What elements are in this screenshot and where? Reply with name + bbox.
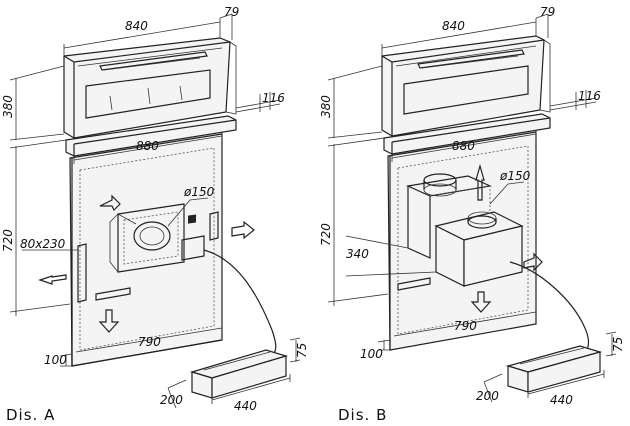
dim-a-width-top: 840 xyxy=(125,19,148,33)
cabinet-a xyxy=(69,133,223,367)
dim-a-height-top: 380 xyxy=(1,95,15,118)
dim-a-side: 116 xyxy=(262,91,285,105)
collar-b xyxy=(383,113,551,155)
collar-a xyxy=(65,115,237,157)
dim-b-height-main: 720 xyxy=(319,223,333,246)
junction-box-b xyxy=(505,345,603,393)
dim-a-duct: ø150 xyxy=(183,185,215,199)
hood-top-a xyxy=(63,37,237,139)
dim-a-depth-top: 79 xyxy=(224,5,239,19)
dim-a-box-width: 440 xyxy=(234,399,257,413)
junction-box-a xyxy=(189,349,289,399)
dim-b-duct: ø150 xyxy=(499,169,531,183)
dim-b-motor: 340 xyxy=(346,247,369,261)
dim-a-width-bottom: 790 xyxy=(138,335,161,349)
dim-b-box-depth: 200 xyxy=(476,389,499,403)
dim-b-width-bottom: 790 xyxy=(454,319,477,333)
dim-b-base: 100 xyxy=(360,347,383,361)
dim-a-base: 100 xyxy=(44,353,67,367)
dim-b-box-height: 75 xyxy=(611,337,625,352)
dim-b-width-mid: 880 xyxy=(452,139,475,153)
cabinet-b xyxy=(387,131,537,351)
dim-b-width-top: 840 xyxy=(442,19,465,33)
dim-a-outlet: 80x230 xyxy=(20,237,66,251)
cable-b xyxy=(509,261,590,355)
dim-b-depth-top: 79 xyxy=(540,5,555,19)
dim-a-box-height: 75 xyxy=(295,343,309,358)
cable-a xyxy=(203,249,277,357)
dimensions-b xyxy=(327,13,617,403)
diagram-a: 840 79 380 116 880 720 ø150 80x230 790 1… xyxy=(1,5,309,424)
diagram-b: 840 79 380 116 880 720 ø150 340 790 100 … xyxy=(319,5,625,424)
dim-b-side: 116 xyxy=(578,89,601,103)
caption-a: Dis. A xyxy=(6,406,55,424)
dimensions-a xyxy=(9,13,301,409)
dim-b-box-width: 440 xyxy=(550,393,573,407)
dim-b-height-top: 380 xyxy=(319,95,333,118)
dim-a-box-depth: 200 xyxy=(160,393,183,407)
dim-a-width-mid: 880 xyxy=(136,139,159,153)
dim-a-height-main: 720 xyxy=(1,229,15,252)
caption-b: Dis. B xyxy=(338,406,387,424)
airflow-arrows-a xyxy=(38,194,255,333)
